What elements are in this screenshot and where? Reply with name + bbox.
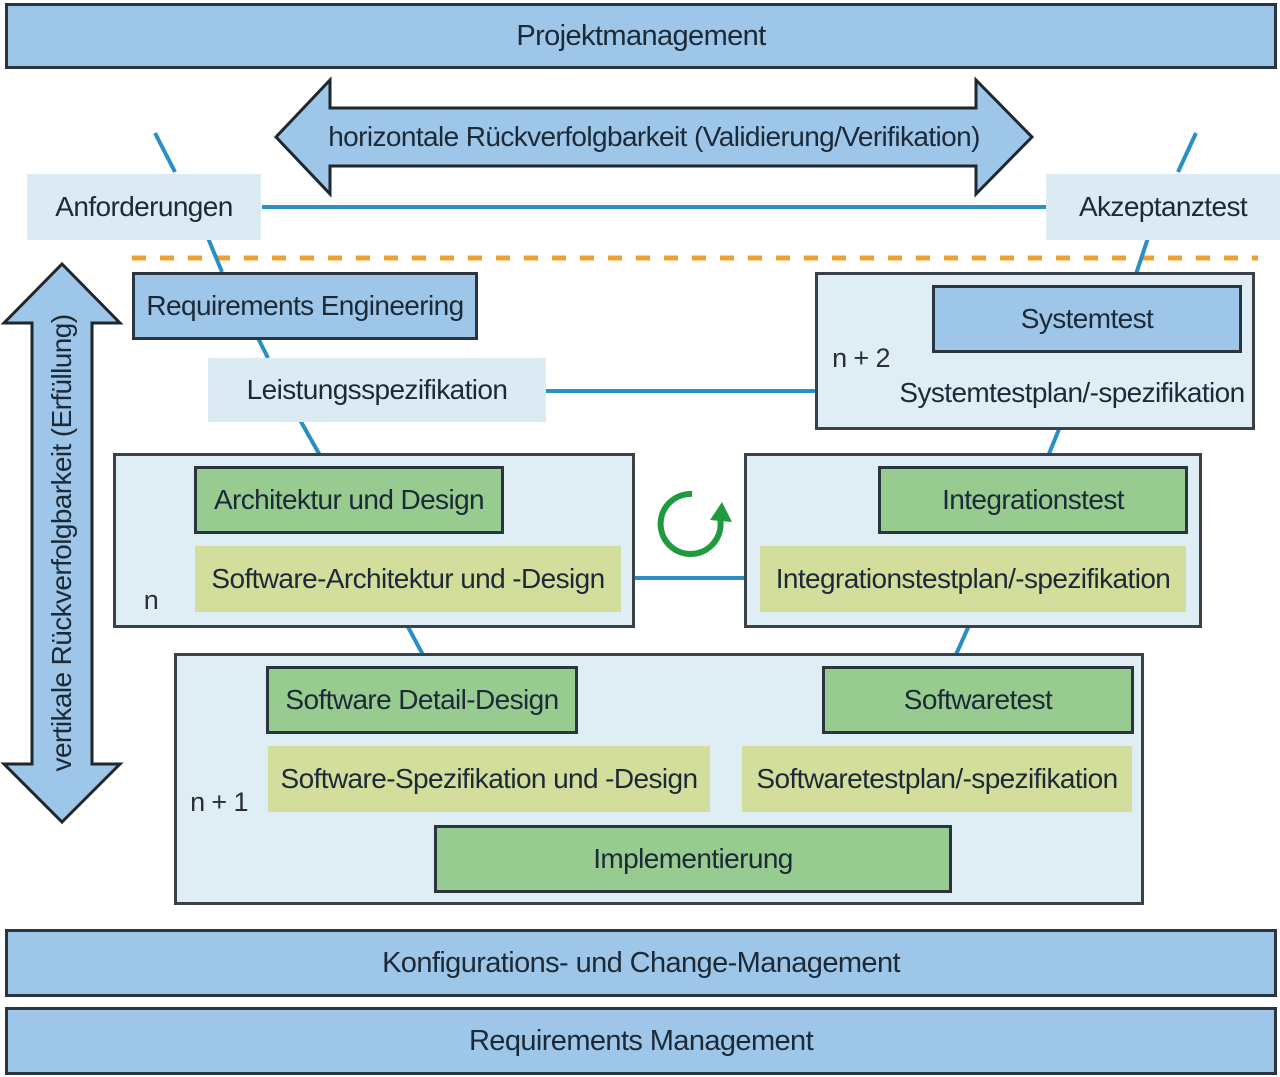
software-detail-design-box: Software Detail-Design bbox=[266, 666, 578, 734]
band-label: Requirements Management bbox=[468, 1024, 814, 1057]
cycle-label: n + 1 bbox=[190, 786, 248, 817]
band-label: Konfigurations- und Change-Management bbox=[382, 946, 900, 979]
config-change-management-band: Konfigurations- und Change-Management bbox=[5, 929, 1277, 997]
acceptance-test-node: Akzeptanztest bbox=[1046, 174, 1280, 240]
requirements-management-band: Requirements Management bbox=[5, 1007, 1277, 1075]
cycle-label: n + 2 bbox=[832, 342, 890, 373]
band-label: Projektmanagement bbox=[516, 19, 766, 52]
system-test-spec-label: Systemtestplan/-spezifikation bbox=[899, 377, 1245, 408]
project-management-band: Projektmanagement bbox=[5, 3, 1277, 69]
software-test-spec: Softwaretestplan/-spezifikation bbox=[742, 746, 1132, 812]
software-architecture-spec: Software-Architektur und -Design bbox=[195, 546, 621, 612]
performance-spec-node: Leistungsspezifikation bbox=[208, 358, 546, 422]
requirements-engineering-box: Requirements Engineering bbox=[132, 272, 478, 340]
software-spec-design: Software-Spezifikation und -Design bbox=[268, 746, 710, 812]
implementation-box: Implementierung bbox=[434, 825, 952, 893]
horizontal-traceability-arrow bbox=[273, 76, 1035, 198]
horizontal-traceability-label: horizontale Rückverfolgbarkeit (Validier… bbox=[328, 121, 980, 152]
integration-test-spec: Integrationstestplan/-spezifikation bbox=[760, 546, 1186, 612]
requirements-node: Anforderungen bbox=[27, 174, 261, 240]
architecture-design-box: Architektur und Design bbox=[194, 466, 504, 534]
cycle-label: n bbox=[143, 584, 159, 615]
system-test-box: Systemtest bbox=[932, 285, 1242, 353]
cycle-icon bbox=[657, 490, 732, 557]
vertical-traceability-label: vertikale Rückverfolgbarkeit (Erfüllung) bbox=[46, 314, 77, 772]
integration-test-box: Integrationstest bbox=[878, 466, 1188, 534]
software-test-box: Softwaretest bbox=[822, 666, 1134, 734]
vertical-traceability-arrow bbox=[0, 261, 124, 825]
